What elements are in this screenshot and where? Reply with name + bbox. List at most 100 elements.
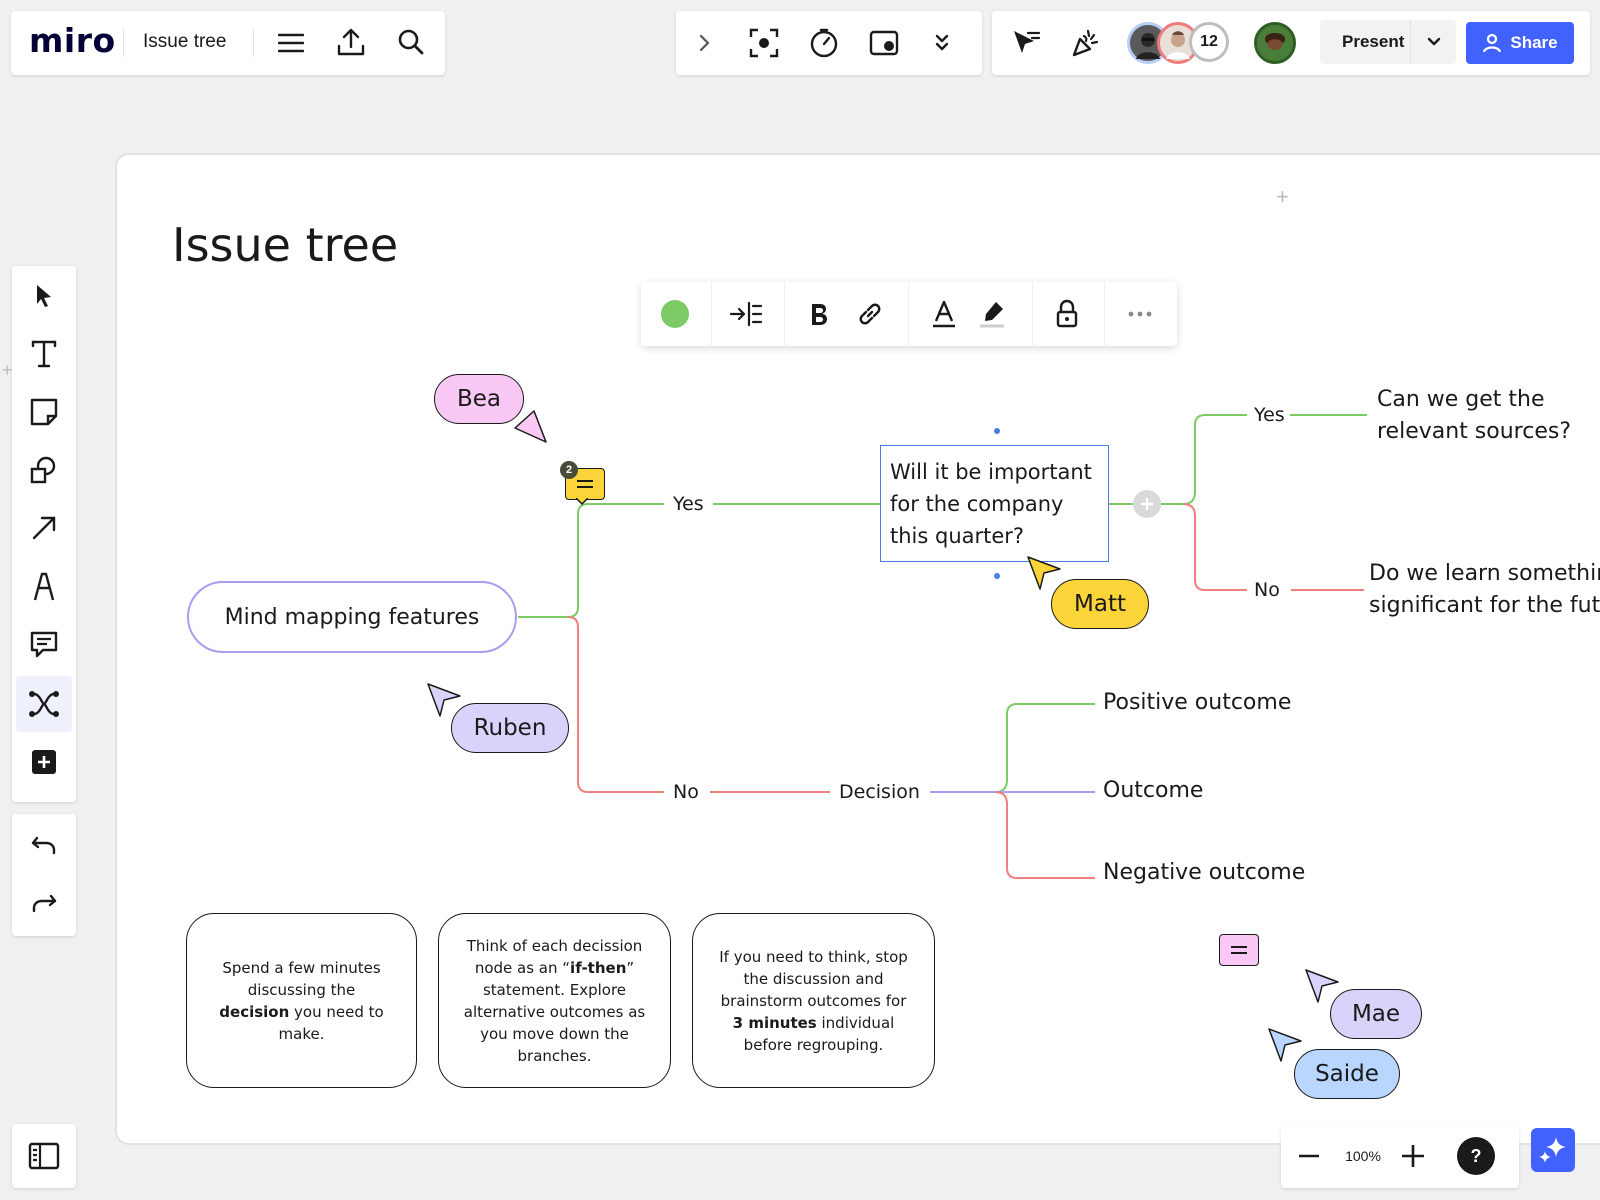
outcome-node[interactable]: Outcome (1103, 778, 1204, 803)
selection-handle[interactable] (994, 428, 1000, 434)
align-branch-icon[interactable] (728, 296, 764, 332)
card-text: you need to make. (278, 1002, 384, 1043)
zoom-in-icon[interactable] (1395, 1138, 1431, 1174)
collaborator-cursor-icon (1268, 1028, 1302, 1062)
mind-map-root-node[interactable]: Mind mapping features (187, 581, 517, 653)
branch-label-yes[interactable]: Yes (673, 493, 704, 515)
text-color-icon[interactable] (926, 296, 962, 332)
divider (711, 282, 712, 346)
chevron-down-icon[interactable] (1416, 28, 1452, 56)
board-header: miro Issue tree (11, 11, 445, 75)
mind-map-icon[interactable] (26, 686, 62, 722)
collaborator-cursor-label: Bea (434, 374, 524, 424)
instruction-card[interactable]: If you need to think, stop the discussio… (692, 913, 935, 1088)
sticky-note-icon[interactable] (26, 394, 62, 430)
upload-icon[interactable] (332, 23, 370, 61)
instruction-card[interactable]: Spend a few minutes discussing the decis… (186, 913, 417, 1088)
connector-arrow-icon[interactable] (26, 510, 62, 546)
branch-label-no[interactable]: No (1254, 579, 1280, 601)
sidebar-toggle-button[interactable] (12, 1124, 76, 1188)
miro-logo[interactable]: miro (29, 21, 116, 60)
redo-icon[interactable] (26, 886, 62, 922)
undo-icon[interactable] (26, 828, 62, 864)
plus-marker-icon: + (2, 360, 13, 380)
branch-label-no[interactable]: No (673, 781, 699, 803)
zoom-out-icon[interactable] (1291, 1138, 1327, 1174)
tools-toolbar (12, 266, 76, 802)
comment-bubble-icon[interactable] (1219, 934, 1259, 966)
help-button[interactable]: ? (1457, 1137, 1495, 1175)
share-button[interactable]: Share (1466, 22, 1574, 64)
divider (253, 29, 254, 57)
chevron-right-icon[interactable] (688, 27, 720, 59)
focus-icon[interactable] (746, 25, 782, 61)
mind-map-node-future[interactable]: Do we learn somethin significant for the… (1369, 558, 1600, 622)
question-line: this quarter? (890, 524, 1025, 548)
collaborator-cursor-label: Ruben (451, 703, 569, 753)
card-text-bold: 3 minutes (732, 1013, 817, 1032)
branch-label-yes[interactable]: Yes (1254, 404, 1285, 426)
search-icon[interactable] (392, 23, 430, 61)
cursor-filter-icon[interactable] (1008, 25, 1044, 61)
history-toolbar (12, 814, 76, 936)
ai-assistant-button[interactable] (1531, 1128, 1575, 1172)
mind-map-node-sources[interactable]: Can we get the relevant sources? (1377, 384, 1571, 448)
pen-icon[interactable] (26, 568, 62, 604)
selection-handle[interactable] (994, 573, 1000, 579)
card-icon[interactable] (866, 25, 902, 61)
node-text-line: relevant sources? (1377, 419, 1572, 444)
collaborator-cursor-icon (1027, 556, 1061, 590)
zoom-controls: 100% ? (1281, 1124, 1519, 1188)
present-button[interactable]: Present (1320, 20, 1456, 64)
question-node-selected[interactable]: Will it be important for the company thi… (880, 445, 1109, 562)
frame-title[interactable]: Issue tree (172, 218, 399, 272)
timer-icon[interactable] (806, 25, 842, 61)
node-text-line: Do we learn somethin (1369, 561, 1600, 586)
card-text: Spend a few minutes discussing the (222, 958, 381, 999)
collaborator-cursor-label: Matt (1051, 579, 1149, 629)
select-cursor-icon[interactable] (26, 278, 62, 314)
bold-icon[interactable] (801, 296, 837, 332)
node-text-line: Can we get the (1377, 387, 1545, 412)
double-chevron-down-icon[interactable] (926, 27, 958, 59)
shapes-icon[interactable] (26, 452, 62, 488)
question-line: Will it be important (890, 460, 1092, 484)
highlighter-icon[interactable] (974, 296, 1010, 332)
node-text-line: significant for the futu (1369, 593, 1600, 618)
collaborator-cursor-icon (1305, 969, 1339, 1003)
sparkle-icon (1539, 1137, 1566, 1163)
color-picker-button[interactable] (661, 300, 689, 328)
avatar-count-badge[interactable]: 12 (1189, 22, 1229, 62)
collaborator-cursor-label: Mae (1330, 989, 1422, 1039)
lock-icon[interactable] (1049, 296, 1085, 332)
collaborator-cursor-icon (427, 683, 461, 717)
avatar[interactable] (1254, 22, 1296, 64)
board-title[interactable]: Issue tree (143, 31, 227, 52)
zoom-level[interactable]: 100% (1345, 1148, 1381, 1164)
link-icon[interactable] (852, 296, 888, 332)
plus-icon (1141, 498, 1153, 510)
sidebar-panel-icon (28, 1142, 60, 1170)
comment-icon[interactable] (26, 626, 62, 662)
context-toolbar (641, 282, 1177, 346)
add-child-node-button[interactable] (1133, 490, 1161, 518)
positive-outcome-node[interactable]: Positive outcome (1103, 690, 1292, 715)
comment-count-badge: 2 (560, 461, 578, 479)
decision-node[interactable]: Decision (839, 781, 920, 803)
text-icon[interactable] (26, 336, 62, 372)
root-node-label: Mind mapping features (224, 604, 480, 630)
divider (1410, 20, 1411, 64)
more-options-icon[interactable] (1122, 296, 1158, 332)
divider (908, 282, 909, 346)
collaborator-cursor-icon (514, 410, 547, 443)
hamburger-icon[interactable] (273, 25, 309, 61)
user-icon (1483, 33, 1502, 53)
celebrate-icon[interactable] (1068, 25, 1104, 61)
card-text: ” statement. Explore alternative outcome… (463, 958, 646, 1065)
add-more-icon[interactable] (26, 744, 62, 780)
instruction-card[interactable]: Think of each decission node as an “if-t… (438, 913, 671, 1088)
card-text: Think of each decission node as an “ (466, 936, 643, 977)
negative-outcome-node[interactable]: Negative outcome (1103, 860, 1306, 885)
divider (123, 29, 124, 57)
